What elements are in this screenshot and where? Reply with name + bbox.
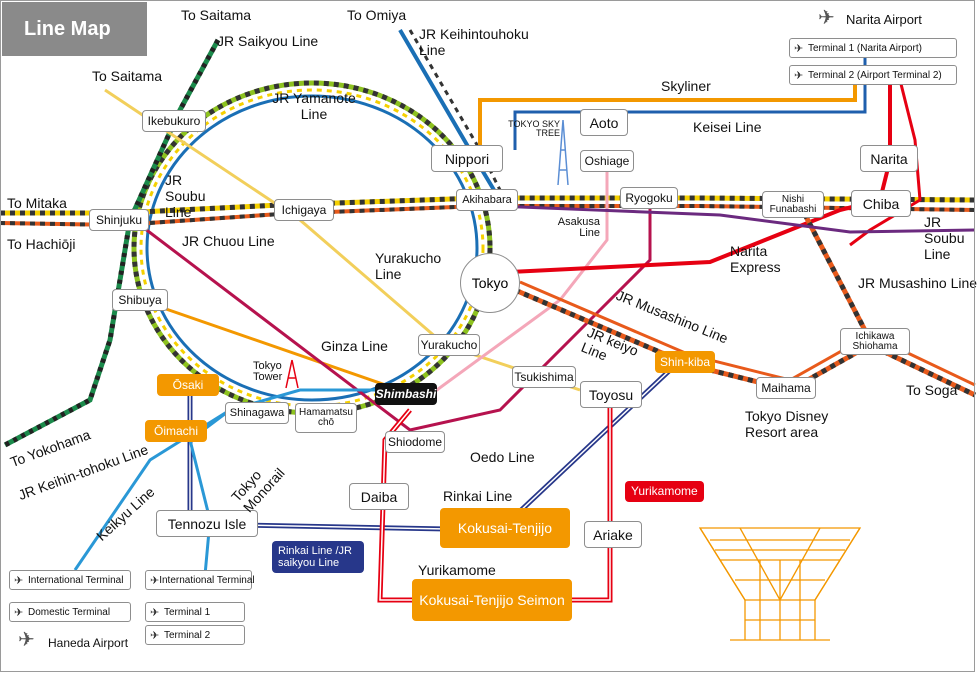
- label-narita-airport: Narita Airport: [846, 12, 922, 27]
- station-shibuya[interactable]: Shibuya: [112, 289, 168, 311]
- station-ichigaya[interactable]: Ichigaya: [274, 199, 334, 221]
- airplane-icon: ✈: [150, 629, 160, 642]
- label-jr-musashino-line-right: JR Musashino Line: [858, 275, 977, 291]
- station-aoto[interactable]: Aoto: [580, 109, 628, 136]
- metro-line: [469, 203, 976, 234]
- station-osaki[interactable]: Ōsaki: [157, 374, 219, 396]
- label-rinkai-line: Rinkai Line: [443, 488, 513, 504]
- station-oshiage[interactable]: Oshiage: [580, 150, 634, 172]
- label-jr-soubu-line-left: JR Soubu Line: [165, 172, 206, 220]
- label-tokyo-tower: Tokyo Tower: [253, 360, 283, 383]
- terminal-label: Domestic Terminal: [28, 606, 111, 618]
- station-kokusai-tenjijo[interactable]: Kokusai-Tenjijo: [440, 508, 570, 548]
- jr-saikyou-line: [3, 38, 221, 448]
- label-tokyo-sky-tree: TOKYO SKY TREE: [508, 119, 560, 138]
- label-haneda-airport: Haneda Airport: [48, 636, 129, 650]
- station-tokyo[interactable]: Tokyo: [460, 253, 520, 313]
- tokyo-tower-icon: [285, 359, 299, 389]
- label-to-saitama-top: To Saitama: [181, 7, 252, 23]
- airplane-icon: ✈: [14, 574, 24, 587]
- badge-rinkai-saikyou-label: Rinkai Line /JR saikyou Line: [278, 545, 352, 569]
- label-jr-yamanote-line: JR Yamanote Line: [272, 90, 356, 122]
- airplane-icon: ✈: [14, 606, 24, 619]
- station-shiodome[interactable]: Shiodome: [385, 431, 445, 453]
- station-nippori[interactable]: Nippori: [431, 145, 503, 172]
- station-akihabara[interactable]: Akihabara: [456, 189, 518, 211]
- station-oimachi[interactable]: Ōimachi: [145, 420, 207, 442]
- map-title: Line Map: [2, 2, 147, 56]
- station-shinagawa[interactable]: Shinagawa: [225, 402, 289, 424]
- station-kokusai-tenjijo-seimon[interactable]: Kokusai-Tenjijo Seimon: [412, 579, 572, 621]
- tokyo-big-sight-illustration: [698, 527, 862, 641]
- label-jr-soubu-line-right: JR Soubu Line: [924, 214, 965, 262]
- ginza-line: [139, 298, 401, 392]
- station-nishi-funabashi[interactable]: Nishi Funabashi: [762, 191, 824, 218]
- label-narita-express: Narita Express: [730, 243, 781, 275]
- badge-rinkai-saikyou: Rinkai Line /JR saikyou Line: [272, 541, 364, 573]
- label-to-hachioji: To Hachiōji: [7, 236, 76, 252]
- airplane-icon: ✈: [150, 574, 160, 587]
- airplane-icon: ✈: [794, 69, 804, 82]
- label-jr-keihintouhoku-line: JR Keihintouhoku Line: [419, 26, 529, 58]
- airplane-icon: ✈: [794, 42, 804, 55]
- label-to-saitama-left: To Saitama: [92, 68, 163, 84]
- skyliner-line: [478, 80, 857, 150]
- label-ginza-line: Ginza Line: [321, 338, 388, 354]
- station-daiba[interactable]: Daiba: [349, 483, 409, 510]
- station-narita[interactable]: Narita: [860, 145, 918, 172]
- badge-yurikamome: Yurikamome: [625, 481, 704, 502]
- terminal-label: International Terminal: [28, 574, 124, 586]
- label-yurikamome: Yurikamome: [418, 562, 496, 578]
- station-shinjuku[interactable]: Shinjuku: [89, 209, 149, 231]
- sky-tree-icon: [557, 119, 569, 186]
- label-asakusa-line: Asakusa Line: [557, 216, 600, 239]
- terminal-label: Terminal 1: [164, 606, 211, 618]
- label-tokyo-disney-resort: Tokyo Disney Resort area: [745, 408, 829, 440]
- label-to-mitaka: To Mitaka: [7, 195, 67, 211]
- station-chiba[interactable]: Chiba: [851, 190, 911, 217]
- oedo-line: [139, 200, 652, 432]
- terminal-monorail-t1[interactable]: ✈ Terminal 1: [145, 602, 245, 622]
- station-toyosu[interactable]: Toyosu: [580, 381, 642, 408]
- label-yurakucho-line: Yurakucho Line: [375, 250, 442, 282]
- station-ikebukuro[interactable]: Ikebukuro: [142, 110, 206, 132]
- label-to-soga: To Soga: [906, 382, 958, 398]
- airplane-icon: ✈: [818, 7, 835, 29]
- terminal-label: Terminal 1 (Narita Airport): [808, 42, 922, 54]
- terminal-narita-t1[interactable]: ✈ Terminal 1 (Narita Airport): [789, 38, 957, 58]
- terminal-keikyu-domestic[interactable]: ✈ Domestic Terminal: [9, 602, 131, 622]
- station-yurakucho[interactable]: Yurakucho: [418, 334, 480, 356]
- label-skyliner: Skyliner: [661, 78, 711, 94]
- station-tennozu-isle[interactable]: Tennozu Isle: [156, 510, 258, 537]
- station-hamamatsucho[interactable]: Hamamatsu chō: [295, 403, 357, 433]
- station-maihama[interactable]: Maihama: [756, 377, 816, 399]
- label-jr-saikyou-line: JR Saikyou Line: [217, 33, 319, 49]
- station-tsukishima[interactable]: Tsukishima: [512, 366, 576, 388]
- terminal-keikyu-international[interactable]: ✈ International Terminal: [9, 570, 131, 590]
- label-oedo-line: Oedo Line: [470, 449, 535, 465]
- station-ariake[interactable]: Ariake: [584, 521, 642, 548]
- terminal-narita-t2[interactable]: ✈ Terminal 2 (Airport Terminal 2): [789, 65, 957, 85]
- station-ryogoku[interactable]: Ryogoku: [620, 187, 678, 209]
- label-to-omiya: To Omiya: [347, 7, 407, 23]
- terminal-monorail-international[interactable]: ✈International Terminal: [145, 570, 255, 590]
- station-shin-kiba[interactable]: Shin-kiba: [655, 351, 715, 373]
- station-shimbashi[interactable]: Shimbashi: [375, 383, 437, 405]
- terminal-label: International Terminal: [159, 574, 255, 586]
- terminal-label: Terminal 2 (Airport Terminal 2): [808, 69, 942, 81]
- terminal-label: Terminal 2: [164, 629, 211, 641]
- label-keisei-line: Keisei Line: [693, 119, 762, 135]
- label-jr-chuou-line: JR Chuou Line: [182, 233, 275, 249]
- airplane-icon: ✈: [150, 606, 160, 619]
- terminal-monorail-t2[interactable]: ✈ Terminal 2: [145, 625, 245, 645]
- station-ichikawa-shiohama[interactable]: Ichikawa Shiohama: [840, 328, 910, 355]
- badge-yurikamome-label: Yurikamome: [631, 484, 698, 498]
- airplane-icon: ✈: [18, 629, 35, 651]
